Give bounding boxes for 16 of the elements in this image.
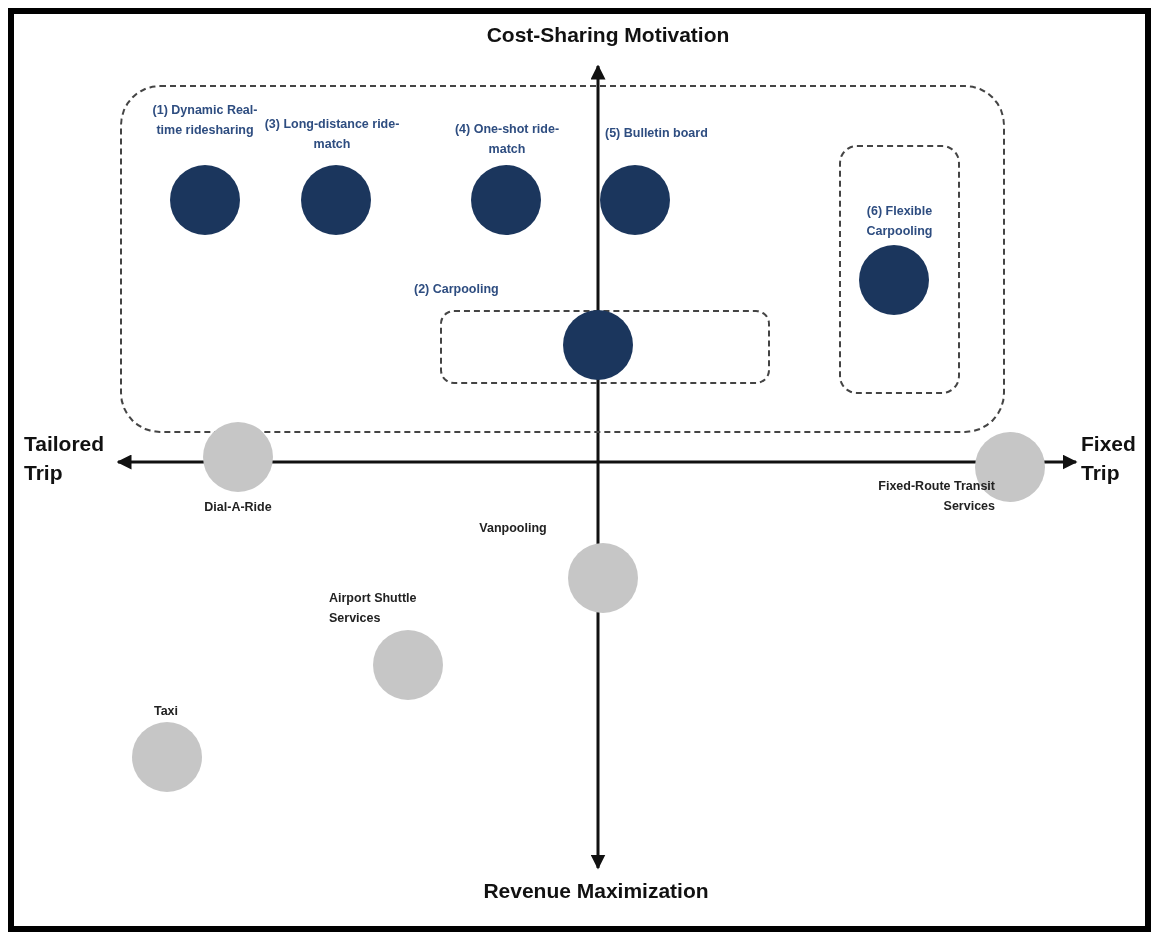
category-label: (1) Dynamic Real-time ridesharing xyxy=(151,102,259,139)
category-label: (6) Flexible Carpooling xyxy=(865,203,934,240)
axis-title: Revenue Maximization xyxy=(482,878,710,904)
category-label: Taxi xyxy=(152,703,180,720)
category-label: Airport Shuttle Services xyxy=(329,590,418,627)
category-label: Dial-A-Ride xyxy=(203,499,273,516)
axis-title: Cost-Sharing Motivation xyxy=(485,22,731,48)
category-label: Fixed-Route Transit Services xyxy=(877,478,995,515)
axis-title: Tailored Trip xyxy=(24,431,106,486)
axis-title: Fixed Trip xyxy=(1081,431,1137,486)
category-label: (4) One-shot ride-match xyxy=(453,121,561,158)
category-label: (3) Long-distance ride-match xyxy=(263,116,401,153)
dashed-region-box xyxy=(120,85,1005,433)
category-label: (2) Carpooling xyxy=(414,281,500,298)
category-label: Vanpooling xyxy=(478,520,548,537)
category-label: (5) Bulletin board xyxy=(605,125,709,142)
